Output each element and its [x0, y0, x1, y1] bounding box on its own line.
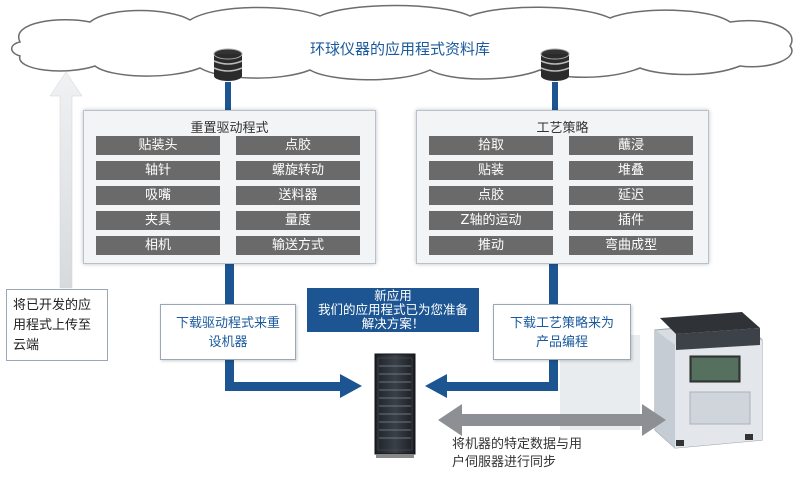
database-icon-left: [213, 48, 243, 81]
download-drivers-box: 下载驱动程式来重 设机器: [160, 304, 296, 360]
upload-line3: 云端: [13, 338, 40, 353]
process-item: 拾取: [429, 136, 553, 155]
process-item: 蘸浸: [569, 136, 693, 155]
driver-item: 夹具: [96, 211, 220, 230]
upload-line2: 用程式上传至: [13, 318, 92, 333]
process-panel: 工艺策略 拾取 蘸浸 贴装 堆叠 点胶 延迟 Z轴的运动 插件 推动 弯曲成型: [416, 110, 709, 264]
driver-item: 送料器: [236, 186, 360, 205]
process-item: 弯曲成型: [569, 236, 693, 255]
driver-item: 相机: [96, 236, 220, 255]
driver-item: 量度: [236, 211, 360, 230]
upload-box: 将已开发的应 用程式上传至 云端: [6, 289, 108, 361]
database-icon-right: [540, 48, 570, 81]
new-app-line1: 新应用: [374, 288, 412, 303]
smt-machine-image: [560, 312, 763, 449]
process-item: 插件: [569, 211, 693, 230]
driver-item: 贴装头: [96, 136, 220, 155]
new-app-line2: 我们的应用程式已为您准备: [317, 302, 468, 317]
cloud-shape: [11, 4, 793, 81]
process-item: 堆叠: [569, 161, 693, 180]
driver-panel: 重置驱动程式 贴装头 点胶 轴针 螺旋转动 吸嘴 送料器 夹具 量度 相机 输送…: [83, 110, 376, 264]
driver-panel-title: 重置驱动程式: [190, 121, 269, 136]
download-drivers-line1: 下载驱动程式来重: [175, 316, 280, 331]
sync-arrow: [438, 404, 666, 436]
sync-line2: 户伺服器进行同步: [452, 455, 557, 470]
download-process-line1: 下载工艺策略来为: [509, 316, 614, 331]
new-app-line3: 解决方案！: [361, 316, 425, 331]
server-icon: [374, 353, 416, 458]
driver-item: 输送方式: [236, 236, 360, 255]
driver-item: 轴针: [96, 161, 220, 180]
upload-line1: 将已开发的应: [13, 298, 92, 313]
driver-item: 螺旋转动: [236, 161, 360, 180]
process-item: Z轴的运动: [429, 211, 553, 230]
driver-item: 吸嘴: [96, 186, 220, 205]
sync-caption: 将机器的特定数据与用 户伺服器进行同步: [452, 436, 627, 472]
driver-item: 点胶: [236, 136, 360, 155]
download-drivers-line2: 设机器: [208, 335, 248, 350]
process-item: 延迟: [569, 186, 693, 205]
sync-line1: 将机器的特定数据与用: [452, 437, 583, 452]
process-panel-title: 工艺策略: [536, 121, 589, 136]
process-item: 贴装: [429, 161, 553, 180]
download-process-line2: 产品编程: [535, 335, 588, 350]
process-item: 点胶: [429, 186, 553, 205]
process-item: 推动: [429, 236, 553, 255]
new-app-box: 新应用 我们的应用程式已为您准备 解决方案！: [307, 288, 479, 332]
cloud-title: 环球仪器的应用程式资料库: [309, 40, 490, 58]
download-process-box: 下载工艺策略来为 产品编程: [493, 304, 631, 360]
upload-arrow: [49, 71, 83, 289]
